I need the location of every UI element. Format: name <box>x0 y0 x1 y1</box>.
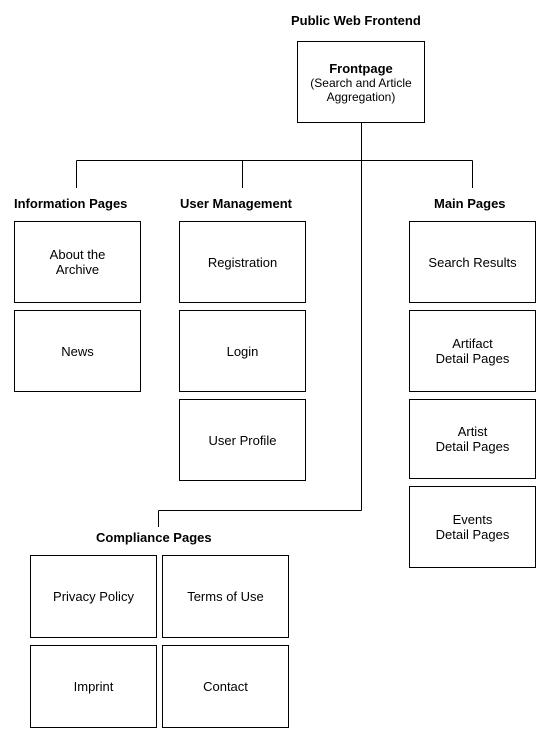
information-pages-heading: Information Pages <box>14 196 128 211</box>
user-management-heading: User Management <box>180 196 292 211</box>
page-about-the-archive: About the Archive <box>14 221 141 303</box>
page-events-detail-pages: Events Detail Pages <box>409 486 536 568</box>
compliance-pages-heading: Compliance Pages <box>96 530 212 545</box>
diagram-title: Public Web Frontend <box>291 13 421 28</box>
page-artist-detail-pages: Artist Detail Pages <box>409 399 536 479</box>
page-login: Login <box>179 310 306 392</box>
page-privacy-policy: Privacy Policy <box>30 555 157 638</box>
page-news: News <box>14 310 141 392</box>
frontpage-node: Frontpage (Search and Article Aggregatio… <box>297 41 425 123</box>
main-pages-heading: Main Pages <box>434 196 506 211</box>
page-user-profile: User Profile <box>179 399 306 481</box>
frontpage-subtitle: (Search and Article Aggregation) <box>310 75 412 104</box>
page-artifact-detail-pages: Artifact Detail Pages <box>409 310 536 392</box>
frontpage-label: Frontpage <box>329 60 393 76</box>
page-imprint: Imprint <box>30 645 157 728</box>
page-registration: Registration <box>179 221 306 303</box>
page-contact: Contact <box>162 645 289 728</box>
page-terms-of-use: Terms of Use <box>162 555 289 638</box>
page-search-results: Search Results <box>409 221 536 303</box>
